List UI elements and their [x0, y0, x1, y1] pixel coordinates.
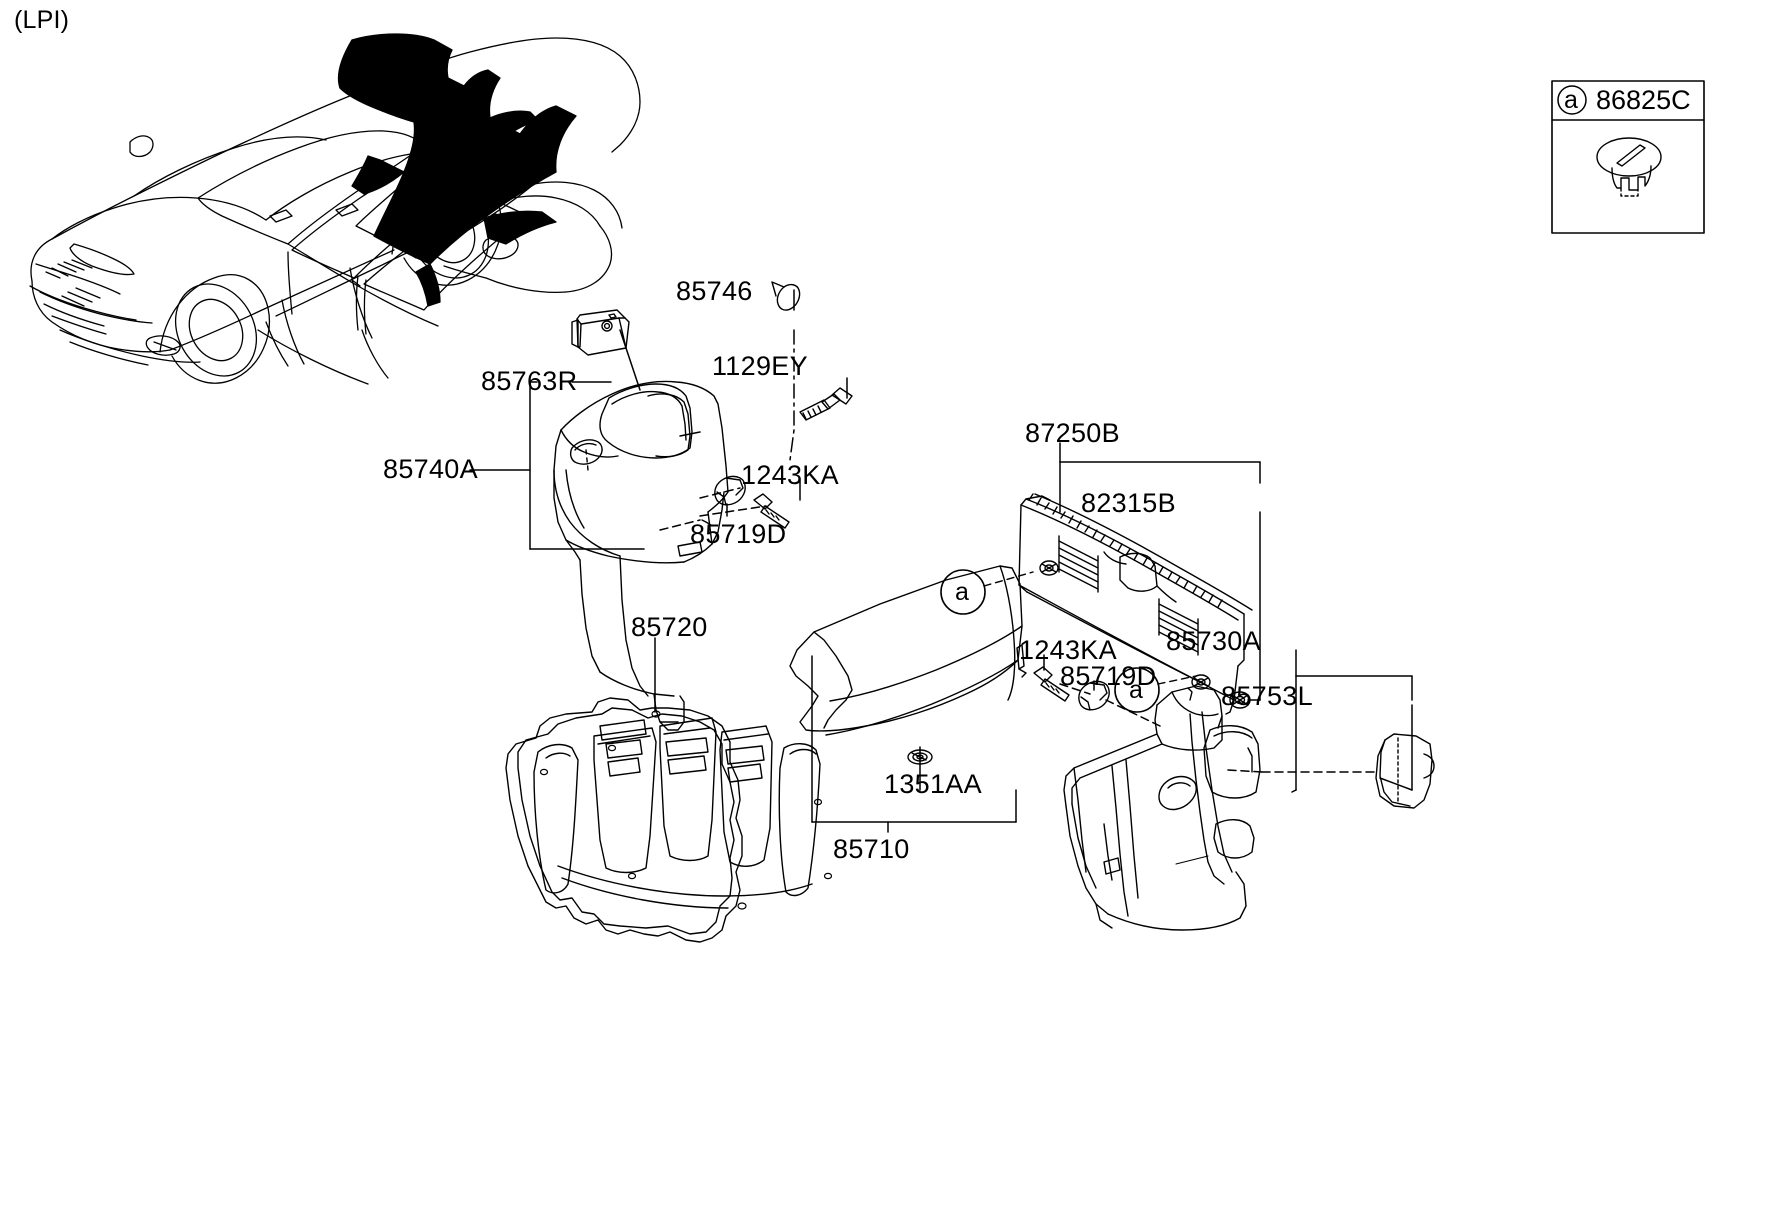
part-label-1243KA-upper: 1243KA: [741, 460, 839, 490]
variant-note: (LPI): [14, 6, 70, 34]
legend-marker-a: a: [1564, 86, 1578, 114]
part-label-1129EY: 1129EY: [712, 351, 808, 381]
part-85710-art: [789, 565, 1027, 736]
part-85720-art: [505, 697, 833, 943]
vehicle-illustration: [29, 33, 641, 385]
part-label-1243KA-lower: 1243KA: [1019, 635, 1117, 665]
fastener-1243KA-lower-art: [1033, 666, 1070, 702]
part-label-85719D-lower: 85719D: [1060, 661, 1157, 691]
part-label-87250B: 87250B: [1025, 418, 1120, 448]
part-85740A-art: [553, 380, 729, 731]
part-label-85753L: 85753L: [1221, 681, 1313, 711]
fastener-85719D-lower-art: [1078, 680, 1110, 711]
fastener-1243KA-upper-art: [753, 493, 790, 529]
part-label-85763R: 85763R: [481, 366, 578, 396]
part-85753L-art: [1375, 733, 1435, 809]
fastener-85746-art: [771, 281, 801, 311]
part-label-85746: 85746: [676, 276, 753, 306]
part-85763R-art: [571, 309, 630, 356]
part-label-85740A: 85740A: [383, 454, 478, 484]
part-label-1351AA: 1351AA: [884, 769, 982, 799]
callout-marker-a-1: a: [955, 578, 969, 606]
legend-box-art: [1551, 80, 1705, 234]
part-87250B-art: [1018, 493, 1253, 715]
part-label-85730A: 85730A: [1166, 626, 1261, 656]
callout-marker-a-2: a: [1129, 676, 1143, 704]
legend-part-number: 86825C: [1596, 85, 1691, 115]
callout-circle-a-1: [940, 569, 1034, 615]
part-label-82315B: 82315B: [1081, 488, 1176, 518]
part-label-85720: 85720: [631, 612, 708, 642]
fastener-1129EY-art: [799, 387, 853, 421]
part-85730A-art: [1063, 685, 1261, 931]
callout-circle-a-2: [1114, 667, 1197, 713]
part-label-85719D-upper: 85719D: [690, 519, 787, 549]
part-label-85710: 85710: [833, 834, 910, 864]
leader-lines: [469, 289, 1413, 833]
